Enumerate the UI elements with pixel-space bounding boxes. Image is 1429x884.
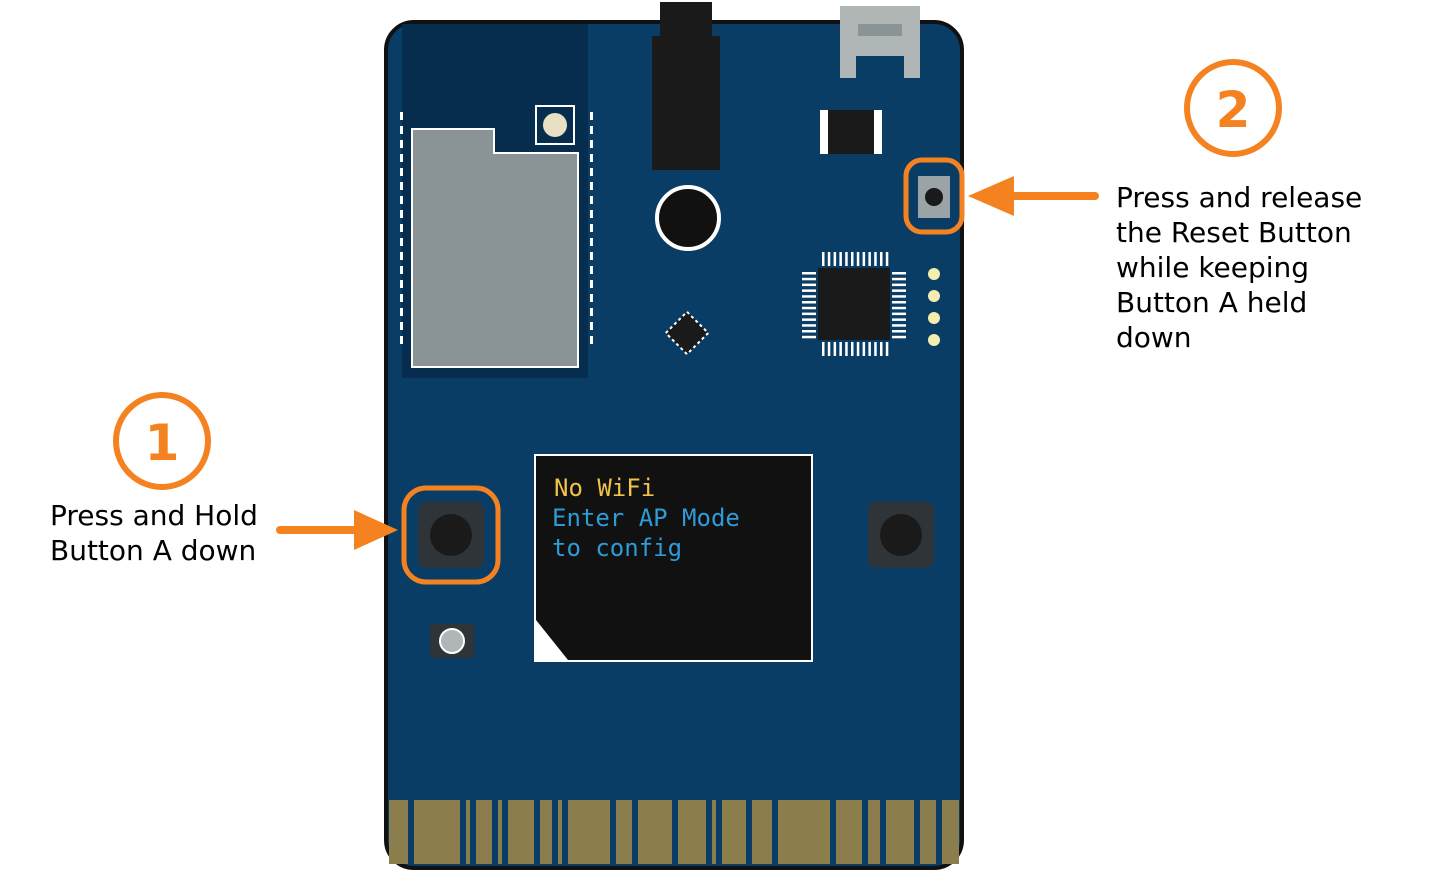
- micro-usb-port: [840, 6, 920, 78]
- oled-line-2: Enter AP Mode: [552, 504, 740, 532]
- audio-jack: [652, 2, 720, 170]
- gold-edge-connector: [389, 800, 959, 864]
- oled-line-3: to config: [552, 534, 683, 562]
- step-1-instruction: Press and Hold Button A down: [50, 499, 258, 567]
- status-led: [535, 105, 575, 145]
- oled-display: [534, 454, 813, 662]
- step-2-instruction: Press and release the Reset Button while…: [1116, 181, 1363, 354]
- button-a-highlight: [401, 485, 501, 585]
- wifi-shield-can: [411, 128, 579, 368]
- step-2-marker: 2: [1184, 59, 1282, 157]
- header-pins: [928, 268, 940, 346]
- wifi-module: [400, 24, 593, 378]
- button-b[interactable]: [868, 502, 934, 568]
- step-2-number: 2: [1216, 81, 1251, 139]
- reset-button[interactable]: [918, 176, 950, 218]
- diode: [820, 110, 882, 154]
- oled-line-1: No WiFi: [554, 474, 656, 502]
- arrow-left-icon: [968, 176, 1099, 216]
- step-1-marker: 1: [113, 392, 211, 490]
- sensor-chip: [664, 310, 710, 356]
- arrow-right-icon: [276, 510, 398, 550]
- button-a[interactable]: [418, 502, 484, 568]
- mcu-chip: [802, 252, 906, 356]
- microphone: [655, 185, 721, 251]
- user-led: [430, 624, 474, 658]
- reset-button-highlight: [903, 157, 965, 235]
- step-1-number: 1: [145, 414, 180, 472]
